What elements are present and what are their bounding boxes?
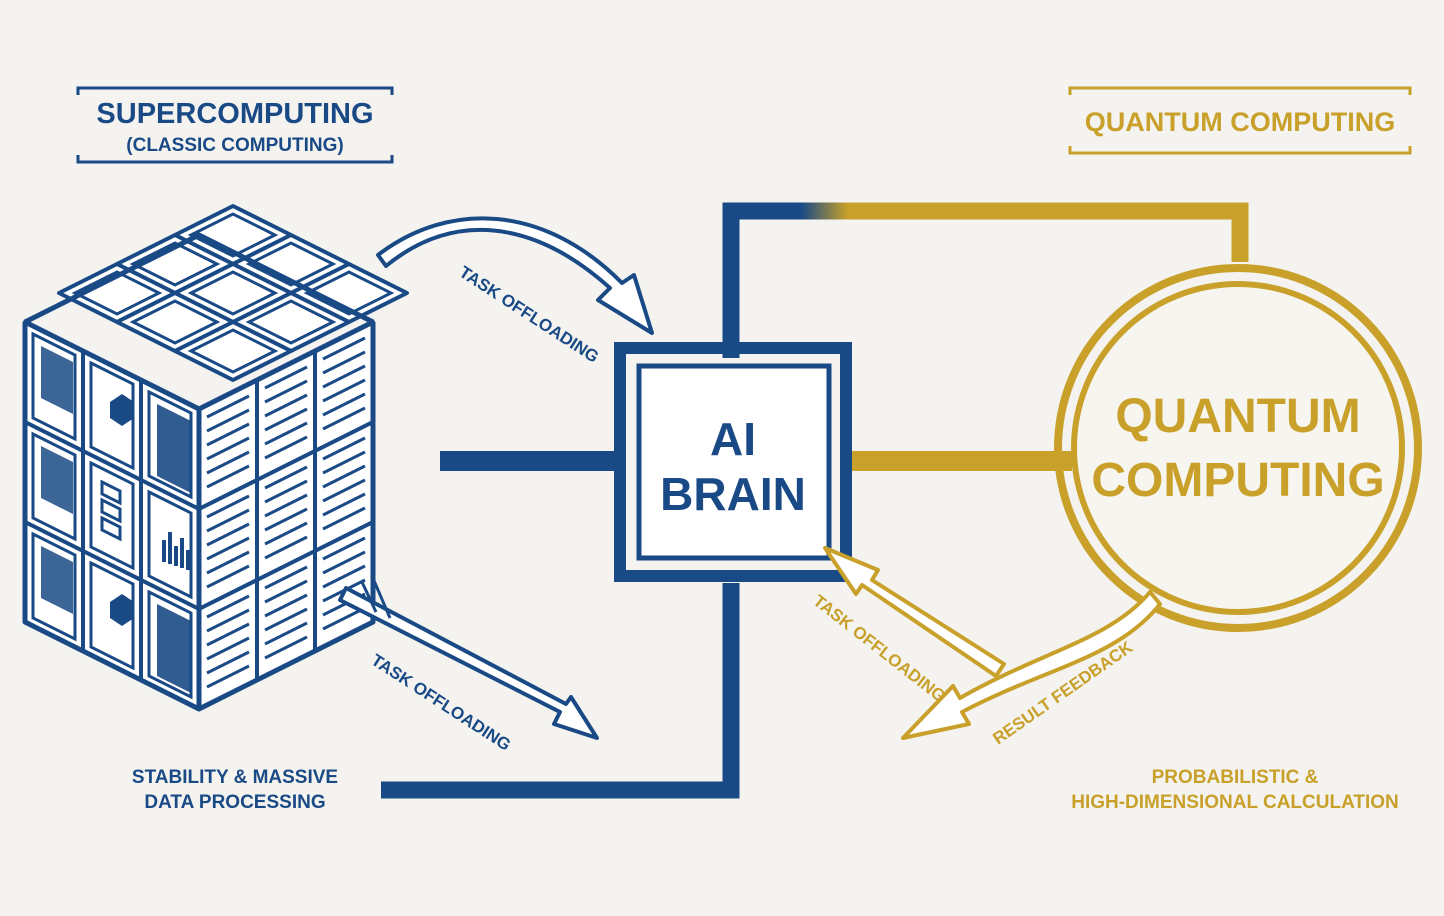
quantum-header: QUANTUM COMPUTING: [1068, 86, 1412, 155]
supercomputing-caption-line1: STABILITY & MASSIVE: [132, 767, 338, 788]
quantum-node-line2: COMPUTING: [1091, 454, 1384, 507]
quantum-node: QUANTUM COMPUTING: [1054, 264, 1422, 632]
quantum-header-title: QUANTUM COMPUTING: [1085, 107, 1395, 137]
quantum-caption-line2: HIGH-DIMENSIONAL CALCULATION: [1071, 792, 1399, 813]
top-loop-line: [722, 202, 1249, 358]
quantum-caption: PROBABILISTIC & HIGH-DIMENSIONAL CALCULA…: [1071, 767, 1399, 813]
quantum-task-offloading-arrow: TASK OFFLOADING: [810, 546, 1006, 706]
bottom-loop-line: [381, 583, 740, 799]
ai-brain-line1: AI: [710, 413, 756, 465]
server-cube-icon: [22, 204, 409, 712]
quantum-task-offloading-label: TASK OFFLOADING: [810, 591, 949, 706]
top-task-offloading-arrow: TASK OFFLOADING: [376, 216, 654, 367]
supercomputing-subtitle: (CLASSIC COMPUTING): [126, 135, 343, 156]
connector-lines: [381, 202, 1249, 799]
ai-brain-line2: BRAIN: [660, 468, 806, 520]
quantum-node-line1: QUANTUM: [1115, 390, 1360, 443]
supercomputing-caption-line2: DATA PROCESSING: [144, 792, 325, 813]
quantum-caption-line1: PROBABILISTIC &: [1152, 767, 1319, 788]
ai-brain-node: AI BRAIN: [614, 342, 852, 582]
supercomputing-header: SUPERCOMPUTING (CLASSIC COMPUTING): [76, 86, 394, 164]
result-feedback-arrow: RESULT FEEDBACK: [901, 590, 1162, 748]
supercomputing-caption: STABILITY & MASSIVE DATA PROCESSING: [132, 767, 338, 813]
supercomputing-title: SUPERCOMPUTING: [96, 98, 373, 130]
bottom-task-offloading-arrow: TASK OFFLOADING: [338, 575, 599, 755]
top-task-offloading-label: TASK OFFLOADING: [456, 262, 602, 366]
